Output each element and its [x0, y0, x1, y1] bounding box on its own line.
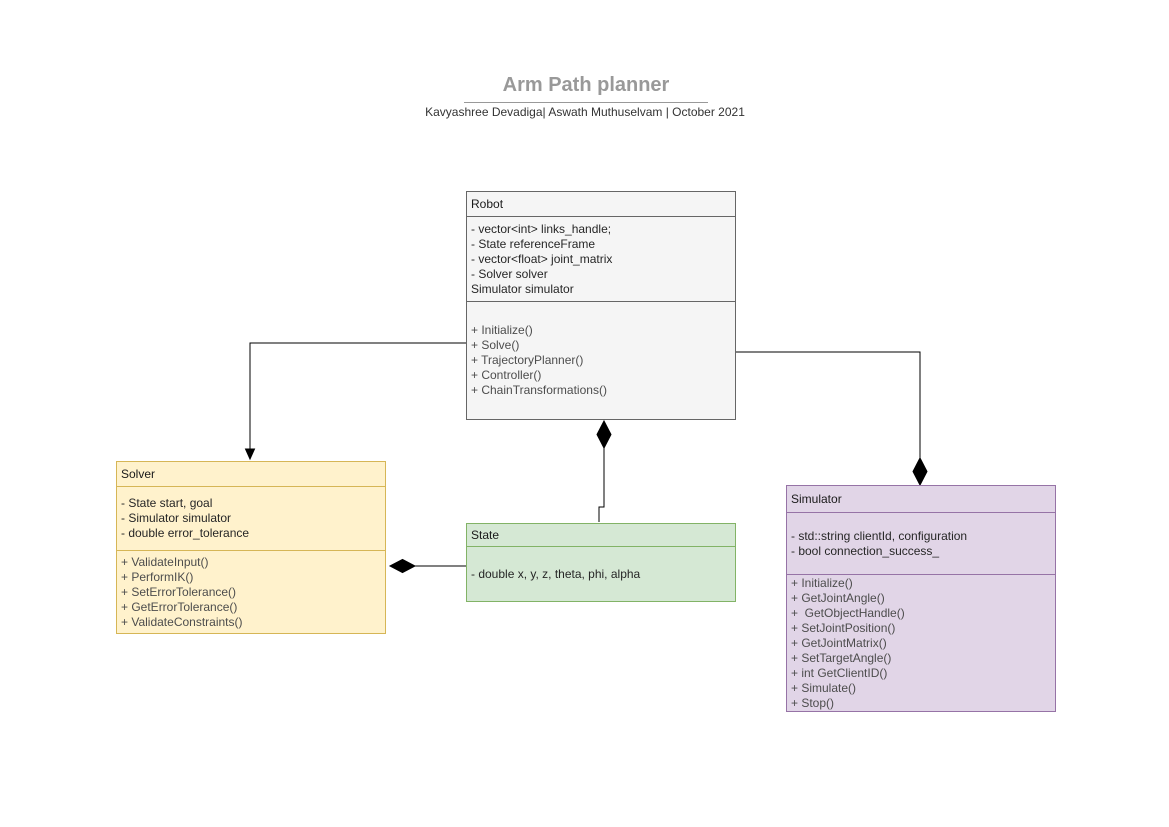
member-line: - Solver solver [471, 266, 548, 281]
member-line: + Stop() [791, 695, 835, 710]
member-line: + GetJointAngle() [791, 590, 885, 605]
member-line: + PerformIK() [121, 569, 194, 584]
member-line: + TrajectoryPlanner() [471, 353, 584, 367]
class-solver-name: Solver [121, 467, 156, 481]
edge-robot-to-solver-line [249, 342, 466, 450]
page-title: Arm Path planner [464, 74, 708, 103]
class-solver[interactable]: Solver - State start, goal- Simulator si… [116, 461, 386, 634]
class-state-name: State [471, 528, 500, 542]
class-simulator-methods: + Initialize()+ GetJointAngle()+ GetObje… [787, 574, 1055, 711]
member-line: - double error_tolerance [121, 526, 250, 540]
member-line: - State referenceFrame [471, 236, 596, 251]
edge-robot-to-solver [244, 342, 466, 461]
member-line: + GetJointMatrix() [791, 635, 887, 650]
class-simulator-attributes: - std::string clientId, configuration- b… [787, 512, 1055, 574]
class-robot-methods: + Initialize()+ Solve()+ TrajectoryPlann… [467, 301, 735, 419]
member-line: + Controller() [471, 368, 542, 382]
class-solver-methods: + ValidateInput()+ PerformIK()+ SetError… [117, 550, 385, 633]
class-state-attributes: - double x, y, z, theta, phi, alpha [467, 546, 735, 601]
arrowhead-icon [244, 448, 256, 461]
member-line: - vector<int> links_handle; [471, 221, 612, 236]
edge-robot-to-simulator [736, 351, 928, 487]
member-line: + ValidateConstraints() [121, 614, 243, 629]
member-line: + ValidateInput() [121, 554, 209, 569]
member-line: + int GetClientID() [791, 665, 888, 680]
member-line: - double x, y, z, theta, phi, alpha [471, 566, 641, 581]
member-line: + Solve() [471, 338, 520, 352]
member-line: - State start, goal [121, 496, 213, 510]
member-line: + SetErrorTolerance() [121, 584, 237, 599]
member-line: + ChainTransformations() [471, 383, 607, 397]
class-simulator-name: Simulator [791, 492, 842, 506]
member-line: - std::string clientId, configuration [791, 528, 968, 543]
edge-solver-to-state [388, 558, 466, 574]
edge-robot-to-state [596, 419, 612, 522]
class-robot-name: Robot [471, 197, 504, 211]
member-line: + Simulate() [791, 680, 857, 695]
class-solver-attributes: - State start, goal- Simulator simulator… [117, 486, 385, 550]
class-simulator[interactable]: Simulator - std::string clientId, config… [786, 485, 1056, 712]
member-line: + SetTargetAngle() [791, 650, 892, 665]
member-line: Simulator simulator [471, 281, 574, 296]
member-line: - bool connection_success_ [791, 543, 940, 558]
member-line: + Initialize() [471, 323, 533, 337]
member-line: + Initialize() [791, 575, 853, 590]
composition-diamond-icon [912, 456, 928, 487]
member-line: + GetObjectHandle() [791, 605, 905, 620]
member-line: - vector<float> joint_matrix [471, 251, 613, 266]
page-subtitle: Kavyashree Devadiga| Aswath Muthuselvam … [425, 105, 745, 119]
edge-robot-to-state-line [598, 448, 605, 522]
composition-diamond-icon [596, 419, 612, 450]
composition-diamond-icon [388, 558, 417, 574]
class-robot[interactable]: Robot - vector<int> links_handle;- State… [466, 191, 736, 420]
class-robot-attributes: - vector<int> links_handle;- State refer… [467, 216, 735, 301]
edge-robot-to-simulator-line [736, 351, 921, 459]
member-line: + SetJointPosition() [791, 620, 896, 635]
member-line: - Simulator simulator [121, 511, 232, 525]
member-line: + GetErrorTolerance() [121, 599, 238, 614]
class-state[interactable]: State - double x, y, z, theta, phi, alph… [466, 523, 736, 602]
